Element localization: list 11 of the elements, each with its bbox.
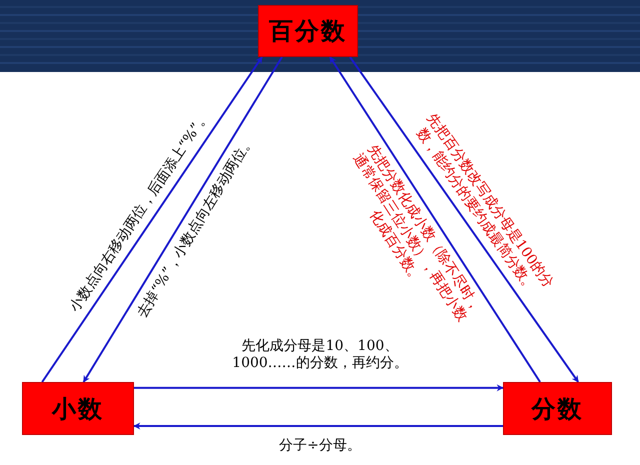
edge-label: 分子÷分母。	[278, 438, 362, 454]
arrow	[134, 384, 504, 392]
arrow	[329, 56, 541, 383]
arrow	[82, 56, 283, 383]
arrow	[349, 56, 580, 383]
concept-box: 分数	[503, 382, 612, 435]
concept-box: 百分数	[258, 5, 358, 57]
arrow	[133, 422, 503, 430]
edge-label: 先化成分母是10、100、1000……的分数，再约分。	[231, 338, 409, 372]
concept-box: 小数	[22, 382, 134, 435]
arrow	[41, 56, 263, 383]
